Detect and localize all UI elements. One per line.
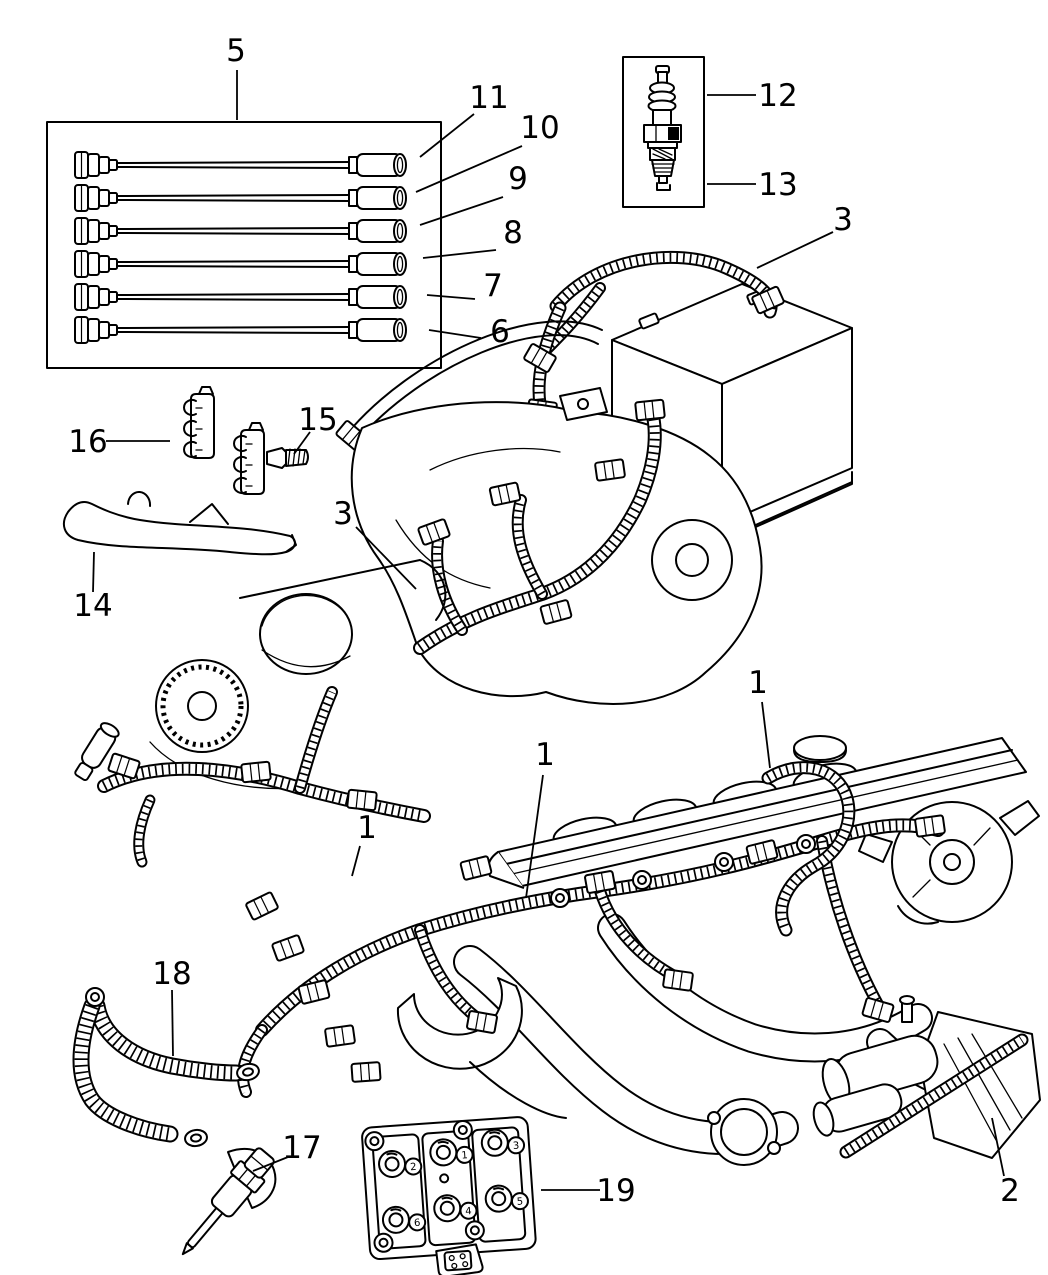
callout-12: 12: [707, 78, 798, 114]
callout-8-label: 8: [503, 215, 523, 251]
front-harness-branch-2: [433, 537, 466, 634]
spark-plug: 12 13: [622, 56, 798, 208]
callout-18: 18: [152, 956, 192, 1057]
starter-harness-tube: [843, 1036, 1025, 1156]
callout-19: 19: [541, 1173, 636, 1209]
ground-strap-band-1: [90, 1004, 237, 1080]
engine-assembly: 1 1 1 2: [236, 665, 1041, 1209]
callout-16: 16: [68, 424, 170, 460]
coil-tower-num-4: 4: [465, 1206, 472, 1217]
clip-screw: [266, 447, 309, 469]
callout-5: 5: [226, 33, 246, 120]
coil-tower-num-5: 3: [513, 1141, 520, 1152]
callout-8: 8: [422, 215, 523, 259]
coil-tower-num-2: 6: [414, 1218, 421, 1229]
callout-10-label: 10: [520, 110, 559, 146]
callout-1b-label: 1: [535, 737, 555, 773]
ground-strap-band-2: [74, 999, 177, 1141]
callout-9-label: 9: [508, 161, 528, 197]
oil-area-harness-branch: [296, 688, 336, 792]
engine-harness-loop: [765, 763, 854, 933]
callout-7: 7: [426, 268, 503, 304]
hose-inner: [355, 334, 599, 443]
sensor-body: [181, 1147, 275, 1256]
callout-2: 2: [991, 1117, 1020, 1209]
callout-9: 9: [419, 161, 528, 226]
callout-7-label: 7: [483, 268, 503, 304]
callout-18-label: 18: [152, 956, 191, 992]
engine-harness-tail: [238, 1026, 266, 1096]
callout-13-label: 13: [758, 167, 797, 203]
callout-1-left: 1: [351, 810, 377, 877]
mounting-bracket: 14: [62, 491, 297, 624]
callout-1a-label: 1: [357, 810, 377, 846]
callout-3-harness: 3: [333, 496, 417, 590]
coil-tower-num-6: 5: [516, 1196, 523, 1207]
callout-16-label: 16: [68, 424, 107, 460]
callout-19-label: 19: [596, 1173, 635, 1209]
starter-cluster: [812, 995, 1041, 1159]
wire-separator-clips: 16 15: [68, 386, 338, 495]
separator-clip-16: [183, 386, 215, 459]
callout-1-center: 1: [525, 737, 555, 899]
callout-1c-label: 1: [748, 665, 768, 701]
callout-14: 14: [73, 551, 113, 624]
spark-plug-cable-set: 5 11 10 9 8 7 6: [46, 33, 560, 369]
callout-15: 15: [293, 402, 338, 455]
engine-harness-tail: [238, 1027, 266, 1094]
exhaust-manifold: [396, 977, 523, 1070]
callout-15-label: 15: [298, 402, 337, 438]
spark-plug-drawing: [643, 65, 682, 191]
oil-filter-harness: [74, 559, 447, 868]
callout-1-right: 1: [748, 665, 771, 769]
callout-2-label: 2: [1000, 1173, 1020, 1209]
oil-fill-cap: [793, 735, 847, 761]
callout-17-label: 17: [282, 1130, 321, 1166]
coolant-sensor: 17: [181, 1130, 322, 1256]
hose-outer: [351, 320, 603, 429]
engine-front-harness: 3: [333, 320, 763, 705]
small-sensor: [74, 722, 120, 782]
callout-5-label: 5: [226, 33, 246, 69]
callout-3a-label: 3: [833, 202, 853, 238]
oil-area-harness-trunk: [99, 763, 429, 821]
callout-12-label: 12: [758, 78, 797, 114]
coil-tower-num-1: 2: [410, 1162, 417, 1173]
callout-14-label: 14: [73, 588, 112, 624]
callout-17: 17: [252, 1130, 322, 1172]
exhaust-flange: [707, 1098, 781, 1166]
ground-strap: 18: [72, 956, 260, 1148]
callout-3-battery: 3: [756, 202, 853, 269]
callout-13: 13: [707, 167, 798, 203]
coil-tower-num-3: 1: [461, 1150, 468, 1161]
front-harness-branch-1: [513, 496, 546, 598]
callout-3b-label: 3: [333, 496, 353, 532]
front-harness-trunk: [417, 415, 660, 653]
oil-area-harness-tail: [135, 798, 154, 864]
callout-11-label: 11: [469, 80, 508, 116]
separator-clip-15: [233, 422, 265, 495]
ignition-coil-pack: 2 6 1 4 3 5 19: [361, 1116, 636, 1275]
callout-10: 10: [415, 110, 560, 193]
engine-harness-branch-3: [818, 837, 884, 1012]
callout-11: 11: [419, 80, 509, 158]
